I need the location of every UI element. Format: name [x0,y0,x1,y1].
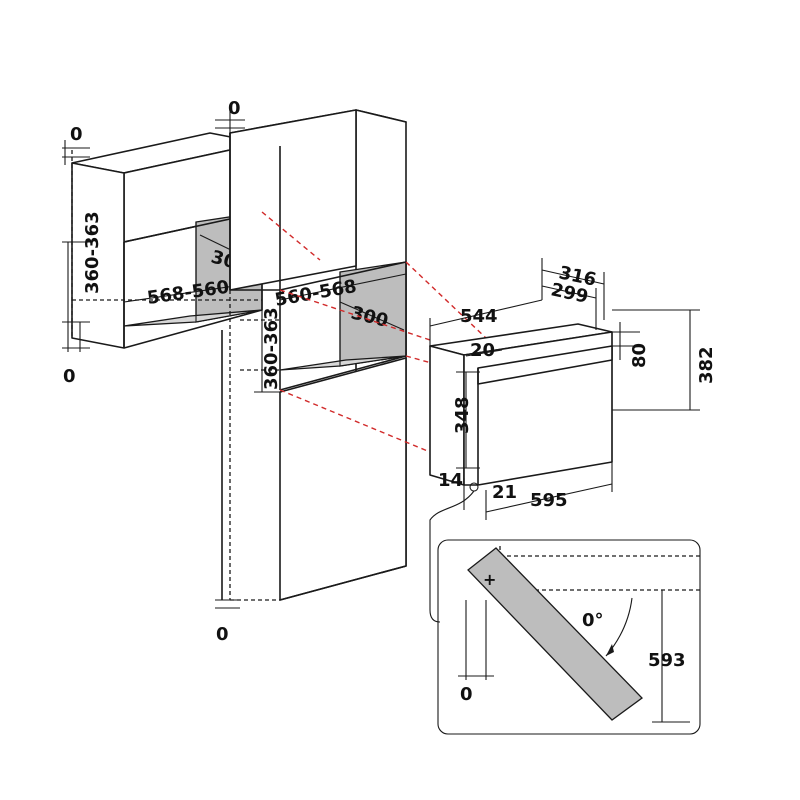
detail-height-label: 593 [648,650,686,671]
oven-left-offset-label: 14 [438,470,463,491]
tall-top-gap-label: 0 [228,98,241,119]
wall-top-gap-label: 0 [70,124,83,145]
detail-inset: + 0° 593 0 [437,539,701,735]
oven-bottom-offset-label: 21 [492,482,517,503]
detail-gap-label: 0 [460,684,473,705]
oven-total-height-label: 382 [696,346,717,384]
oven-body-height-label: 348 [452,396,473,434]
detail-panel [467,547,643,721]
oven-depth-side-label: 544 [460,306,498,327]
svg-text:+: + [483,570,496,589]
wall-bottom-gap-label: 0 [63,366,76,387]
tall-bottom-gap-label: 0 [216,624,229,645]
wall-height-label: 360-363 [82,211,103,294]
oven-top-inset-label: 20 [470,340,495,361]
detail-angle-label: 0° [582,610,604,631]
detail-connector [429,490,475,623]
oven-dims: 316 299 544 20 80 382 348 14 21 595 [429,258,717,520]
projection-guides [261,211,487,453]
tall-height-label: 360-363 [261,307,282,390]
oven-front-height-label: 80 [629,343,650,368]
tall-cabinet [221,109,407,601]
oven-width-label: 595 [530,490,568,511]
